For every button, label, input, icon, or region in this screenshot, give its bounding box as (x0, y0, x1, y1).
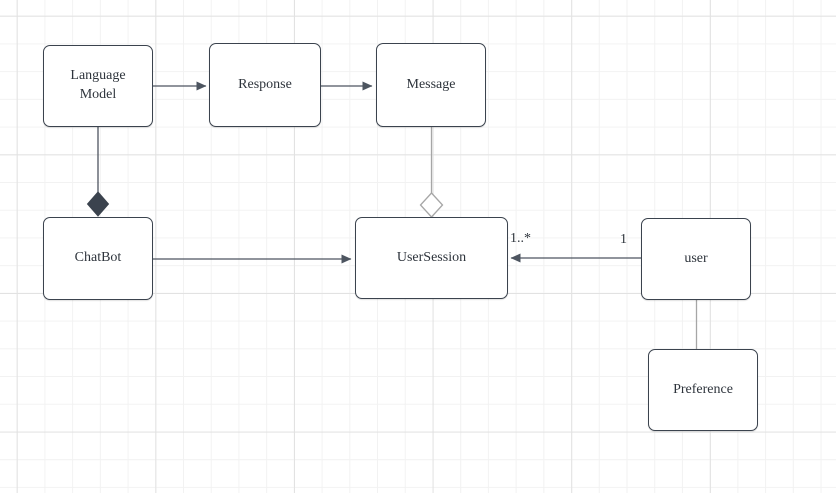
node-response[interactable]: Response (209, 43, 321, 127)
composition-diamond-icon[interactable] (86, 191, 110, 217)
node-label: Language Model (70, 68, 126, 102)
node-user[interactable]: user (641, 218, 751, 300)
node-label: ChatBot (74, 250, 122, 266)
node-preference[interactable]: Preference (648, 349, 758, 431)
node-language-model[interactable]: Language Model (43, 45, 153, 127)
node-label: Response (238, 76, 292, 92)
node-label: Preference (673, 381, 733, 397)
aggregation-diamond-icon[interactable] (419, 192, 444, 218)
node-usersession[interactable]: UserSession (355, 217, 508, 299)
multiplicity-label-user: 1 (620, 232, 627, 247)
node-label: UserSession (396, 249, 467, 265)
node-label: Message (406, 76, 456, 92)
node-label: user (684, 250, 708, 266)
node-message[interactable]: Message (376, 43, 486, 127)
node-chatbot[interactable]: ChatBot (43, 217, 153, 300)
multiplicity-label-usersession: 1..* (510, 231, 531, 246)
